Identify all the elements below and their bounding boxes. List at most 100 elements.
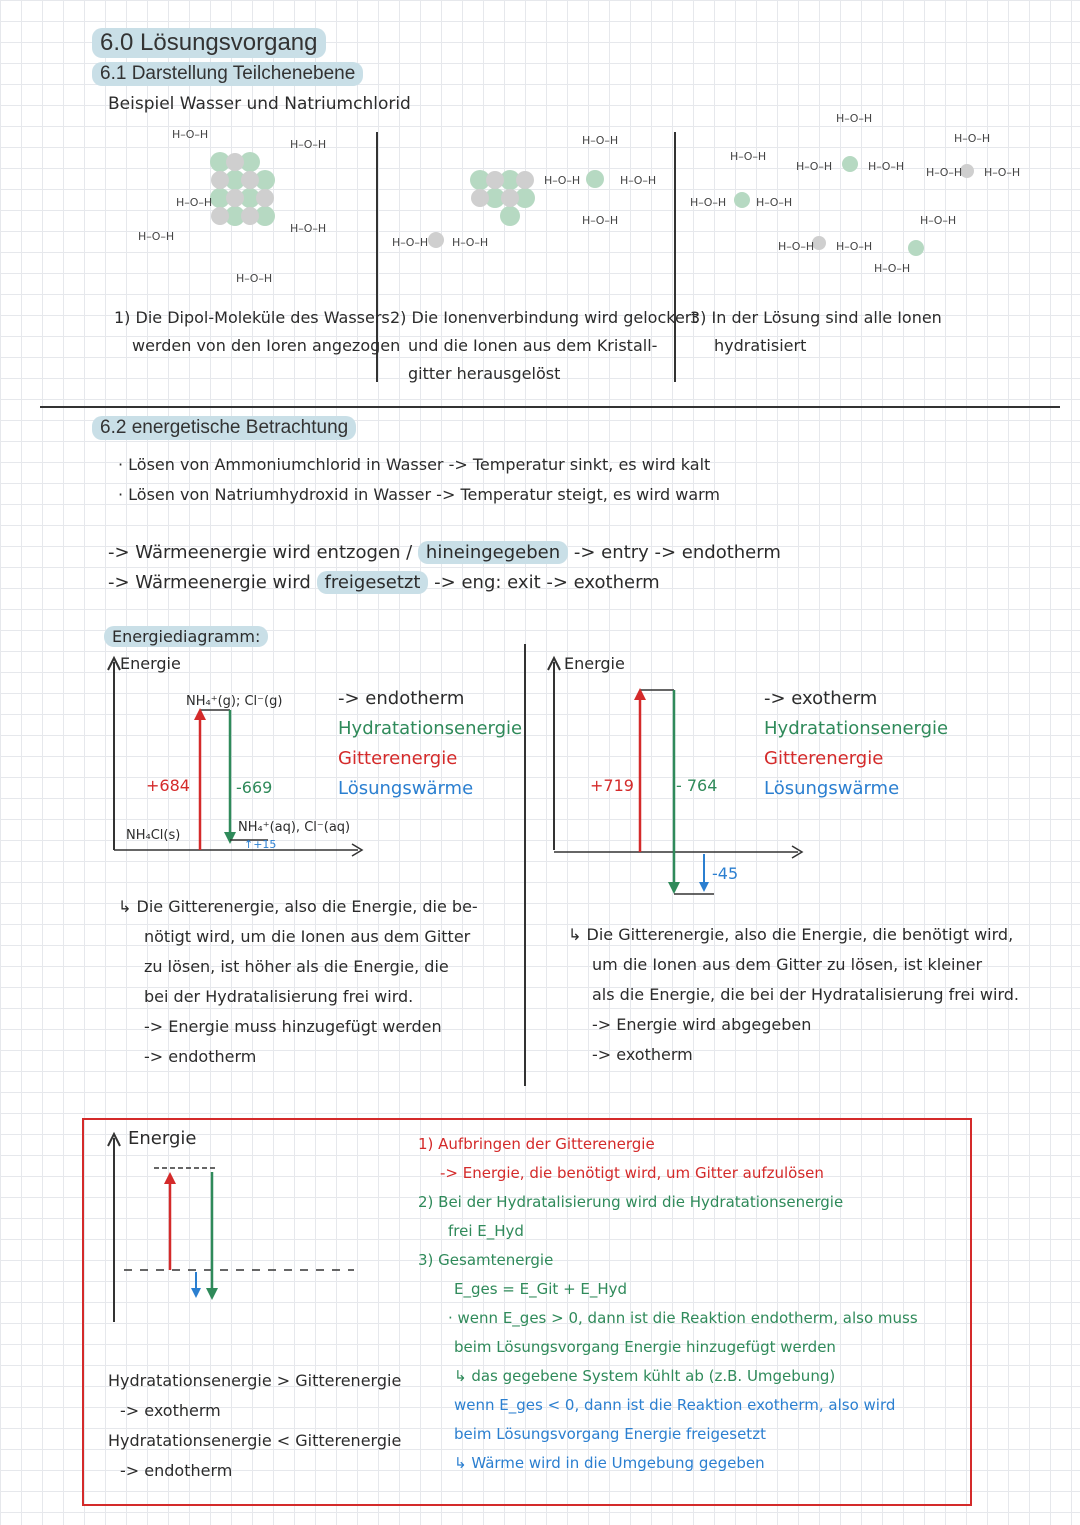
diagram-axis-label: Energie: [120, 654, 181, 673]
rule-line: Hydratationsenergie > Gitterenergie: [108, 1366, 401, 1396]
condition-endotherm: ↳ das gegebene System kühlt ab (z.B. Umg…: [418, 1362, 918, 1391]
legend-lattice: Gitterenergie: [764, 744, 948, 774]
rule-line: -> endotherm: [108, 1456, 401, 1486]
water-molecule: H–O–H: [620, 174, 656, 187]
water-molecule: H–O–H: [920, 214, 956, 227]
definition-text: -> entry -> endotherm: [574, 542, 781, 563]
energy-diagram-title: Energiediagramm:: [104, 626, 268, 647]
condition-exotherm: ↳ Wärme wird in die Umgebung gegeben: [418, 1449, 918, 1478]
explanation-line: als die Energie, die bei der Hydratalisi…: [568, 980, 1019, 1010]
explanation-line: ↳ Die Gitterenergie, also die Energie, d…: [118, 892, 478, 922]
rule-line: -> exotherm: [108, 1396, 401, 1426]
water-molecule: H–O–H: [172, 128, 208, 141]
step-3-caption: 3) In der Lösung sind alle Ionen hydrati…: [690, 304, 942, 360]
definition-list: -> Wärmeenergie wird entzogen / hineinge…: [108, 538, 781, 598]
legend-type: -> endotherm: [338, 684, 522, 714]
cl-ion: [908, 240, 924, 256]
water-molecule: H–O–H: [778, 240, 814, 253]
step-1-line: werden von den Ioren angezogen: [114, 332, 400, 360]
loosened-lattice-illustration: [460, 160, 550, 230]
highlighted-term: freigesetzt: [317, 571, 429, 594]
highlighted-term: hineingegeben: [418, 541, 568, 564]
exotherm-legend: -> exotherm Hydratationsenergie Gitteren…: [764, 684, 948, 804]
exotherm-explanation: ↳ Die Gitterenergie, also die Energie, d…: [568, 920, 1019, 1070]
explanation-line: um die Ionen aus dem Gitter zu lösen, is…: [568, 950, 1019, 980]
point-1: 1) Aufbringen der Gitterenergie: [418, 1130, 918, 1159]
gas-ions-label: NH₄⁺(g); Cl⁻(g): [186, 694, 282, 709]
definition-text: -> Wärmeenergie wird entzogen /: [108, 542, 412, 563]
section-divider: [40, 406, 1060, 408]
summary-rules: Hydratationsenergie > Gitterenergie -> e…: [108, 1366, 401, 1486]
solid-label: NH₄Cl(s): [126, 828, 180, 843]
legend-type: -> exotherm: [764, 684, 948, 714]
step-1-caption: 1) Die Dipol-Moleküle des Wassers werden…: [114, 304, 400, 360]
diagram-axis-label: Energie: [564, 654, 625, 673]
water-molecule: H–O–H: [984, 166, 1020, 179]
step-3-line: 3) In der Lösung sind alle Ionen: [690, 304, 942, 332]
water-molecule: H–O–H: [236, 272, 272, 285]
water-molecule: H–O–H: [392, 236, 428, 249]
section-1-heading: 6.1 Darstellung Teilchenebene: [92, 62, 363, 86]
observation-list: · Lösen von Ammoniumchlorid in Wasser ->…: [118, 450, 720, 510]
condition-exotherm: wenn E_ges < 0, dann ist die Reaktion ex…: [418, 1391, 918, 1420]
page-title: 6.0 Lösungsvorgang: [92, 28, 326, 58]
legend-hydration: Hydratationsenergie: [764, 714, 948, 744]
water-molecule: H–O–H: [926, 166, 962, 179]
step-1-line: 1) Die Dipol-Moleküle des Wassers: [114, 304, 400, 332]
water-molecule: H–O–H: [452, 236, 488, 249]
step-2-line: 2) Die Ionenverbindung wird gelockert: [390, 304, 698, 332]
aqueous-ions-label: NH₄⁺(aq), Cl⁻(aq): [238, 820, 350, 835]
explanation-line: nötigt wird, um die Ionen aus dem Gitter: [118, 922, 478, 952]
example-label: Beispiel Wasser und Natriumchlorid: [108, 94, 411, 114]
water-molecule: H–O–H: [796, 160, 832, 173]
point-2: 2) Bei der Hydratalisierung wird die Hyd…: [418, 1188, 918, 1217]
explanation-line: ↳ Die Gitterenergie, also die Energie, d…: [568, 920, 1019, 950]
condition-exotherm: beim Lösungsvorgang Energie freigesetzt: [418, 1420, 918, 1449]
condition-endotherm: · wenn E_ges > 0, dann ist die Reaktion …: [418, 1304, 918, 1333]
section-2-heading: 6.2 energetische Betrachtung: [92, 416, 356, 440]
endotherm-explanation: ↳ Die Gitterenergie, also die Energie, d…: [118, 892, 478, 1072]
point-2-detail: frei E_Hyd: [418, 1217, 918, 1246]
legend-hydration: Hydratationsenergie: [338, 714, 522, 744]
explanation-line: -> Energie wird abgegeben: [568, 1010, 1019, 1040]
cl-ion: [842, 156, 858, 172]
divider-vertical: [524, 644, 526, 1086]
na-ion: [428, 232, 444, 248]
observation-item: · Lösen von Ammoniumchlorid in Wasser ->…: [118, 450, 720, 480]
definition-exotherm: -> Wärmeenergie wird freigesetzt -> eng:…: [108, 568, 781, 598]
rule-line: Hydratationsenergie < Gitterenergie: [108, 1426, 401, 1456]
summary-points: 1) Aufbringen der Gitterenergie -> Energ…: [418, 1130, 918, 1478]
water-molecule: H–O–H: [690, 196, 726, 209]
definition-text: -> Wärmeenergie wird: [108, 572, 311, 593]
water-molecule: H–O–H: [954, 132, 990, 145]
legend-solution-heat: Lösungswärme: [338, 774, 522, 804]
observation-item: · Lösen von Natriumhydroxid in Wasser ->…: [118, 480, 720, 510]
point-3: 3) Gesamtenergie: [418, 1246, 918, 1275]
cl-ion: [734, 192, 750, 208]
solution-heat-value: ↑+15: [244, 838, 276, 851]
water-molecule: H–O–H: [290, 222, 326, 235]
hydration-energy-value: - 764: [676, 776, 717, 795]
step-3-line: hydratisiert: [690, 332, 942, 360]
water-molecule: H–O–H: [138, 230, 174, 243]
water-molecule: H–O–H: [868, 160, 904, 173]
step-2-caption: 2) Die Ionenverbindung wird gelockert un…: [390, 304, 698, 388]
hydration-energy-value: -669: [236, 778, 272, 797]
crystal-lattice-illustration: [120, 120, 370, 290]
water-molecule: H–O–H: [730, 150, 766, 163]
definition-text: -> eng: exit -> exotherm: [434, 572, 660, 593]
cl-ion: [586, 170, 604, 188]
endotherm-legend: -> endotherm Hydratationsenergie Gittere…: [338, 684, 522, 804]
water-molecule: H–O–H: [582, 214, 618, 227]
legend-lattice: Gitterenergie: [338, 744, 522, 774]
water-molecule: H–O–H: [836, 112, 872, 125]
water-molecule: H–O–H: [290, 138, 326, 151]
condition-endotherm: beim Lösungsvorgang Energie hinzugefügt …: [418, 1333, 918, 1362]
water-molecule: H–O–H: [544, 174, 580, 187]
legend-solution-heat: Lösungswärme: [764, 774, 948, 804]
explanation-line: bei der Hydratalisierung frei wird.: [118, 982, 478, 1012]
explanation-line: -> Energie muss hinzugefügt werden: [118, 1012, 478, 1042]
water-molecule: H–O–H: [836, 240, 872, 253]
lattice-energy-value: +719: [590, 776, 634, 795]
step-2-line: gitter herausgelöst: [390, 360, 698, 388]
